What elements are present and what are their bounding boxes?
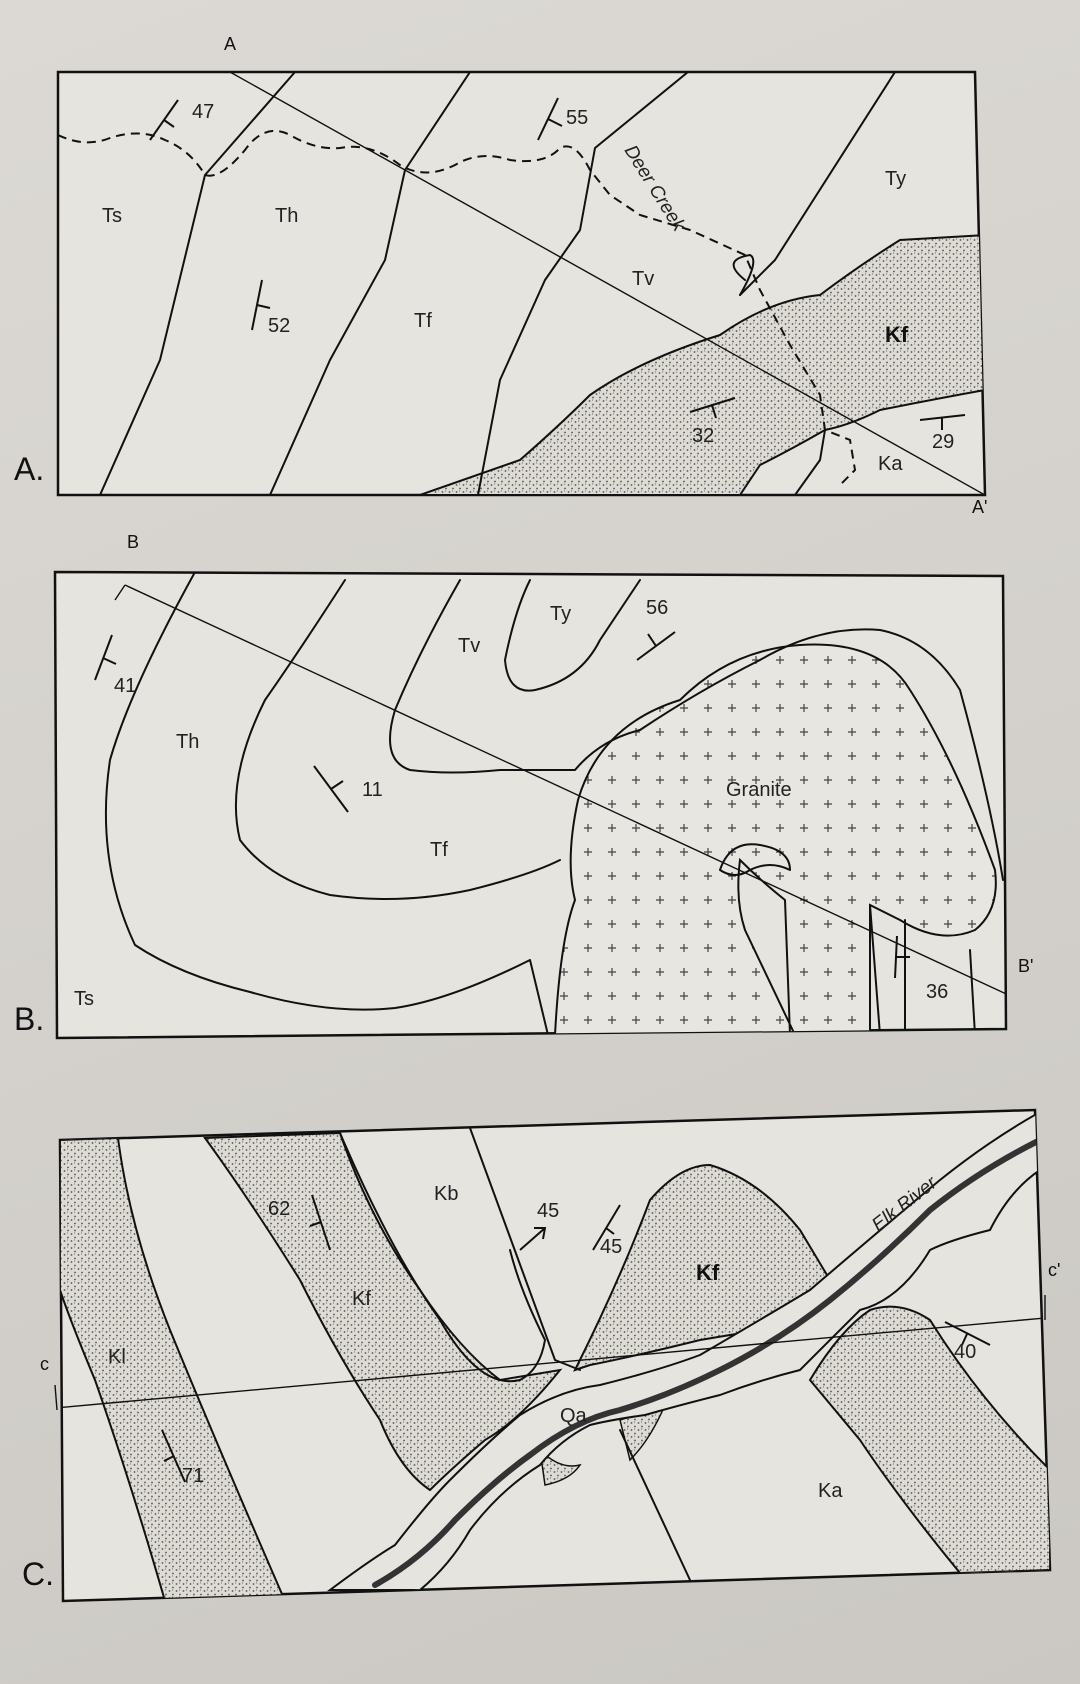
dip-value: 11 <box>362 779 383 801</box>
panel-c-map: c c' C. Kl Kf Kb Kf Qa Ka 62 45 45 71 40… <box>22 1108 1060 1603</box>
panel-a-map: A A' A. Ts Th Tf Tv Ty Kf Ka 47 55 52 32… <box>14 34 987 517</box>
panel-marker-a: A. <box>14 451 44 487</box>
unit-label: Kl <box>108 1346 126 1368</box>
unit-label: Granite <box>726 779 792 801</box>
dip-value: 47 <box>192 101 214 123</box>
dip-symbol <box>313 765 349 813</box>
unit-label: Kb <box>434 1183 458 1205</box>
unit-label: Th <box>176 731 199 753</box>
dip-value: 62 <box>268 1198 290 1220</box>
dip-value: 56 <box>646 597 668 619</box>
unit-label: Kf <box>352 1288 371 1310</box>
dip-value: 29 <box>932 431 954 453</box>
unit-label: Tv <box>632 268 654 290</box>
section-end-label-a: A' <box>972 497 987 517</box>
section-start-label-b: B <box>127 532 139 552</box>
unit-label: Ty <box>550 603 571 625</box>
dip-symbol <box>689 397 736 419</box>
dip-value: 36 <box>926 981 948 1003</box>
unit-label: Tv <box>458 635 480 657</box>
section-end-label-c: c' <box>1048 1260 1060 1280</box>
dip-symbol <box>919 414 966 430</box>
deer-creek-line <box>58 130 857 486</box>
section-start-label-c: c <box>40 1354 49 1374</box>
section-end-label-b: B' <box>1018 956 1033 976</box>
unit-label: Th <box>275 205 298 227</box>
panel-marker-b: B. <box>14 1001 44 1037</box>
section-line-b <box>124 584 1006 1006</box>
section-start-label-a: A <box>224 34 236 54</box>
unit-label: Ka <box>878 453 903 475</box>
kl-unit <box>60 1136 287 1601</box>
unit-label: Tf <box>414 310 432 332</box>
dip-value: 55 <box>566 107 588 129</box>
dip-value: 52 <box>268 315 290 337</box>
unit-label: Ka <box>818 1480 843 1502</box>
unit-label: Ts <box>102 205 122 227</box>
unit-label: Kf <box>885 322 909 347</box>
dip-value: 40 <box>954 1341 976 1363</box>
dip-symbol <box>161 1429 186 1483</box>
dip-symbol <box>149 99 179 141</box>
kf-unit-right <box>808 1305 1050 1575</box>
dip-symbol <box>94 634 117 681</box>
dip-value: 71 <box>182 1465 204 1487</box>
panel-b-map: B B' B. Ts Th Tf Tv Ty Granite 41 56 11 … <box>14 532 1033 1040</box>
dip-symbol <box>636 631 676 661</box>
elk-river <box>372 1137 1043 1588</box>
dip-symbol <box>309 1194 331 1251</box>
dip-value: 45 <box>600 1236 622 1258</box>
unit-label: Ts <box>74 988 94 1010</box>
dip-value: 32 <box>692 425 714 447</box>
granite-body <box>553 643 997 1036</box>
dip-symbol <box>894 935 910 979</box>
unit-label: Ty <box>885 168 906 190</box>
unit-label: Qa <box>560 1405 588 1427</box>
kf-unit-a <box>419 233 985 495</box>
dip-value: 41 <box>114 675 136 697</box>
unit-label: Kf <box>696 1260 720 1285</box>
section-line-a <box>229 72 985 495</box>
panel-marker-c: C. <box>22 1556 54 1592</box>
dip-symbol <box>251 279 271 331</box>
dip-symbol <box>537 97 563 141</box>
dip-symbol <box>944 1321 991 1346</box>
section-line-c <box>60 1317 1046 1409</box>
unit-label: Tf <box>430 839 448 861</box>
dip-symbol <box>592 1204 621 1251</box>
plunge-arrow <box>519 1227 547 1251</box>
dip-value: 45 <box>537 1200 559 1222</box>
